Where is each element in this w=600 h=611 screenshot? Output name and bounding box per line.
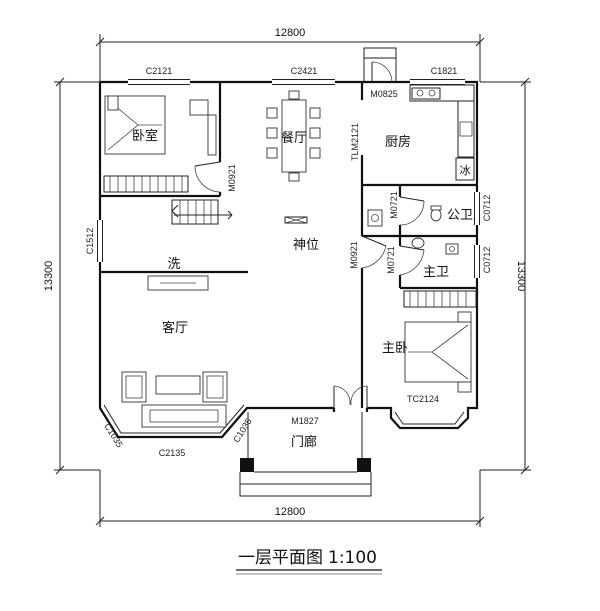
exterior-walls — [97, 79, 480, 439]
room-label-bedroom: 卧室 — [132, 128, 158, 144]
shrine-table — [284, 216, 308, 224]
living-furniture — [121, 371, 228, 428]
window-code-c2135: C2135 — [159, 448, 186, 458]
window-code-c1035-right: C1035 — [231, 417, 254, 445]
room-label-master-bedroom: 主卧 — [382, 341, 408, 356]
room-label-public-bath: 公卫 — [447, 208, 473, 223]
room-label-dining: 餐厅 — [281, 130, 307, 146]
staircase — [171, 199, 233, 225]
room-label-fridge: 冰 — [460, 164, 471, 177]
room-label-shrine: 神位 — [293, 238, 319, 253]
window-code-tc2124: TC2124 — [407, 394, 439, 404]
dimension-width-top: 12800 — [275, 27, 306, 39]
room-label-living: 客厅 — [162, 320, 188, 336]
window-code-c0712-master: C0712 — [482, 247, 492, 274]
bedroom-furniture — [103, 95, 217, 193]
dimension-depth-right: 13300 — [515, 261, 527, 292]
doors — [194, 61, 425, 412]
dimension-depth-left: 13300 — [43, 261, 55, 292]
kitchen-back-step — [363, 47, 397, 82]
room-label-laundry: 洗 — [167, 257, 180, 272]
door-code-m0825: M0825 — [370, 89, 398, 99]
door-code-m1827: M1827 — [291, 416, 319, 426]
plan-title: 一层平面图 — [238, 548, 323, 568]
room-label-kitchen: 厨房 — [385, 134, 411, 150]
window-code-c0712-public: C0712 — [482, 195, 492, 222]
master-bed — [403, 290, 477, 393]
window-code-c1821: C1821 — [431, 66, 458, 76]
door-code-m0721-master: M0721 — [386, 246, 396, 274]
room-label-porch: 门廊 — [291, 434, 317, 450]
room-label-master-bath: 主卫 — [423, 265, 449, 280]
window-code-c2121: C2121 — [146, 66, 173, 76]
dining-table — [266, 90, 321, 182]
dimension-width-bottom: 12800 — [275, 506, 306, 518]
door-code-tlm2121: TLM2121 — [350, 123, 360, 161]
door-code-m0921-bedroom: M0921 — [227, 164, 237, 192]
window-code-c2421: C2421 — [291, 66, 318, 76]
kitchen-fixtures — [409, 84, 475, 181]
window-code-c1512: C1512 — [85, 228, 95, 255]
bathroom-fixtures — [367, 205, 459, 255]
window-code-c1035-left: C1035 — [102, 422, 125, 450]
dimension-lines — [54, 34, 531, 527]
porch — [239, 412, 372, 497]
door-code-m0721-public: M0721 — [389, 191, 399, 219]
interior-walls — [100, 82, 477, 408]
laundry-fixtures — [147, 275, 209, 291]
plan-scale: 1:100 — [328, 548, 377, 568]
door-code-m0921-hall: M0921 — [349, 241, 359, 269]
